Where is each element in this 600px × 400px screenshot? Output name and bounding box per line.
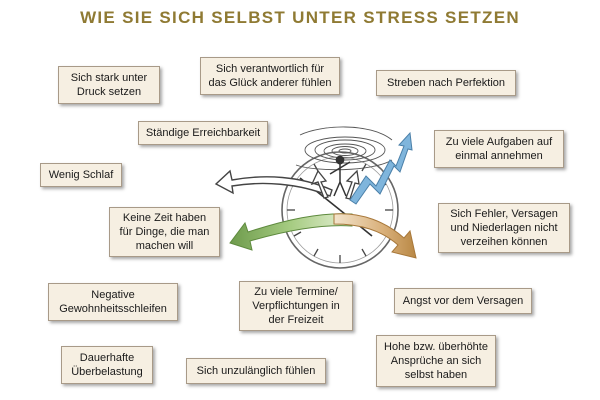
note-glueck: Sich verantwortlich für das Glück andere… (200, 57, 340, 95)
arrow-orange-icon (333, 213, 417, 259)
note-belastung: Dauerhafte Überbelastung (61, 346, 153, 384)
note-druck: Sich stark unter Druck setzen (58, 66, 160, 104)
note-aufgaben: Zu viele Aufgaben auf einmal annehmen (434, 130, 564, 168)
note-termine: Zu viele Termine/ Verpflichtungen in der… (239, 281, 353, 331)
note-fehler: Sich Fehler, Versagen und Niederlagen ni… (438, 203, 570, 253)
note-perfektion: Streben nach Perfektion (376, 70, 516, 96)
arrow-left-dark-icon (214, 169, 333, 197)
note-unzulaenglich: Sich unzulänglich fühlen (186, 358, 326, 384)
note-erreichbarkeit: Ständige Erreichbarkeit (138, 121, 268, 145)
note-versagen: Angst vor dem Versagen (394, 288, 532, 314)
spiral-icon (295, 126, 393, 171)
small-arrows-icon (310, 169, 360, 200)
note-ansprueche: Hohe bzw. überhöhte Ansprüche an sich se… (376, 335, 496, 387)
note-schlaf: Wenig Schlaf (40, 163, 122, 187)
stick-figure-icon (329, 155, 351, 197)
arrow-blue-icon (349, 131, 413, 205)
note-gewohnheit: Negative Gewohnheitsschleifen (48, 283, 178, 321)
arrow-green-icon (229, 213, 353, 251)
diagram-title: WIE SIE SICH SELBST UNTER STRESS SETZEN (80, 8, 520, 27)
note-zeit: Keine Zeit haben für Dinge, die man mach… (109, 207, 220, 257)
